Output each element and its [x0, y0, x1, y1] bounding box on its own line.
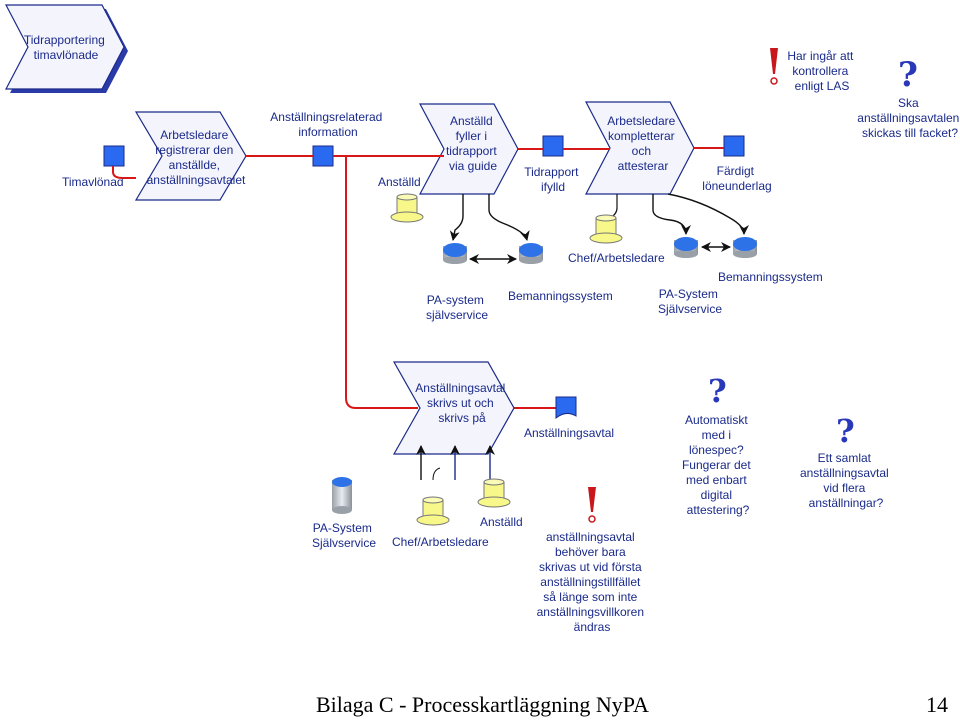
timavlonad-label: Timavlönad [62, 175, 124, 189]
info-square-icon [312, 145, 334, 167]
anst-info-label: Anställningsrelaterad information [270, 110, 385, 139]
bemanning-right-label: Bemanningssystem [718, 270, 823, 284]
start-chevron-line-2: timavlönade [34, 48, 99, 62]
exclamation-icon-avtal [588, 487, 596, 523]
samlat-note: Ett samlat anställningsavtal vid flera a… [800, 451, 892, 510]
chevron-registrera-line-2: registrerar den [155, 143, 233, 157]
start-chevron-line-1: Tidrapportering [24, 33, 105, 47]
pa-system-db-icon-bottom [332, 477, 352, 514]
chef-hat-icon-mid [589, 214, 623, 244]
svg-text:Arbetsledare registrerar: Arbetsledare registrerar den anställde, … [147, 128, 246, 187]
connector-attest-bem [667, 193, 749, 235]
question-icon-lonespec: ? [708, 372, 727, 410]
flow-line-1 [112, 166, 136, 179]
ska-note: Ska anställningsavtalen skickas till fac… [857, 96, 960, 140]
start-chevron: Tidrapportering timavlönade [5, 4, 128, 93]
avtal-note: anställningsavtal behöver bara skrivas u… [537, 530, 648, 634]
chevron-registrera-line-3: anställde, [169, 158, 220, 172]
chevron-attesterar: Arbetsledare kompletterar och attesterar [585, 101, 695, 195]
svg-text:Tidrapportering timavlön: Tidrapportering timavlönade [24, 33, 108, 62]
footer-title: Bilaga C - Processkartläggning NyPA [316, 692, 649, 717]
flow-line-down [345, 156, 418, 409]
connector-chef-mid [609, 194, 618, 219]
tidrapport-ifylld-label: Tidrapport ifylld [524, 165, 582, 194]
svg-text:?: ? [708, 372, 727, 410]
tidrapport-square-icon [542, 135, 564, 157]
chevron-registrera-line-1: Arbetsledare [160, 128, 228, 142]
svg-text:Arbetsledare komplettera: Arbetsledare kompletterar och attesterar [607, 114, 678, 173]
bemanning-left-label: Bemanningssystem [508, 289, 613, 303]
timavlonad-square-icon [103, 145, 125, 167]
pa-system-bottom-label: PA-System Självservice [312, 521, 376, 550]
document-icon [555, 396, 577, 420]
connector-chef-bottom [432, 467, 441, 481]
chef-hat-icon-bottom [416, 496, 450, 526]
anstalld-bottom-label: Anställd [480, 515, 523, 529]
svg-text:Anställd fyller i: Anställd fyller i tidrapport via guide [446, 114, 500, 173]
bemanning-db-icon-right [733, 237, 757, 258]
las-note: Har ingår att kontrollera enligt LAS [787, 49, 856, 93]
pa-system-right-label: PA-System Självservice [658, 287, 722, 316]
anst-avtal-doc-label: Anställningsavtal [524, 426, 614, 440]
pa-system-db-icon-left [443, 243, 467, 264]
anstalld-hat-icon [390, 193, 424, 223]
chevron-fyller-i: Anställd fyller i tidrapport via guide [419, 103, 519, 195]
anstalld-top-label: Anställd [378, 175, 421, 189]
footer-page-number: 14 [926, 692, 948, 717]
bemanning-db-icon-left [519, 243, 543, 264]
connector-fyller-bem [488, 194, 530, 241]
svg-text:?: ? [898, 55, 918, 95]
connector-attest-pa [652, 194, 691, 235]
chef-bottom-label: Chef/Arbetsledare [392, 535, 489, 549]
connector-fyller-pa [449, 194, 464, 241]
svg-text:?: ? [836, 412, 855, 450]
svg-text:Anställningsavtal skrivs: Anställningsavtal skrivs ut och skrivs p… [415, 381, 508, 425]
question-icon-facket: ? [898, 55, 918, 95]
fardigt-square-icon [723, 135, 745, 157]
pa-system-db-icon-right [674, 237, 698, 258]
auto-note: Automatiskt med i lönespec? Fungerar det… [682, 413, 754, 517]
pa-system-left-label: PA-system självservice [426, 293, 488, 322]
fardigt-label: Färdigt löneunderlag [702, 164, 771, 193]
chef-mid-label: Chef/Arbetsledare [568, 251, 665, 265]
anstalld-hat-icon-bottom [477, 478, 511, 508]
chevron-registrera: Arbetsledare registrerar den anställde, … [134, 111, 247, 201]
exclamation-icon-las [770, 48, 778, 85]
chevron-registrera-line-4: anställningsavtalet [147, 173, 246, 187]
question-icon-samlat: ? [836, 412, 855, 450]
